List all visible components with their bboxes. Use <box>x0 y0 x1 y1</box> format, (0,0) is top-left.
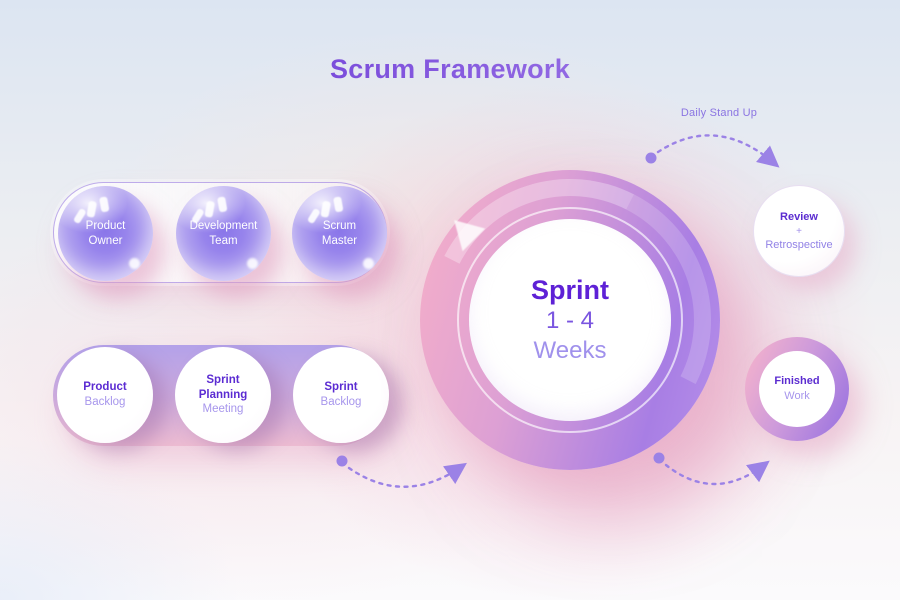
artifact-circle-sprint-backlog: Sprint Backlog <box>293 347 389 443</box>
artifacts-pill: Product Backlog Sprint Planning Meeting … <box>53 345 389 446</box>
artifact-label-secondary: Backlog <box>84 396 126 408</box>
artifact-label-primary: Sprint Planning <box>198 373 248 401</box>
role-label-line1: Development <box>189 219 258 232</box>
role-sphere-development-team: Development Team <box>176 186 271 281</box>
role-label-line1: Product <box>85 219 126 232</box>
finished-work-inner: Finished Work <box>759 351 835 427</box>
page-title: Scrum Framework <box>0 54 900 85</box>
plus-sign: + <box>796 225 802 237</box>
sprint-duration-unit: Weeks <box>533 337 607 365</box>
review-retrospective-circle: Review + Retrospective <box>753 185 845 277</box>
artifact-label-secondary: Backlog <box>320 396 362 408</box>
roles-pill: Product Owner Development Team Scrum Mas… <box>53 182 387 283</box>
daily-stand-up-arc <box>656 134 780 168</box>
role-label: Development Team <box>190 219 258 249</box>
arc-start-dot <box>645 152 657 164</box>
arc-start-dot <box>336 455 348 467</box>
role-sphere-product-owner: Product Owner <box>58 186 153 281</box>
role-label-line2: Team <box>209 234 238 247</box>
inner-ring-line <box>457 207 683 433</box>
artifact-circle-sprint-planning-meeting: Sprint Planning Meeting <box>175 347 271 443</box>
backlog-to-sprint-arc <box>347 462 467 488</box>
role-label: Product Owner <box>86 219 126 249</box>
retrospective-label: Retrospective <box>765 238 833 251</box>
artifact-label-primary: Product <box>83 381 127 394</box>
sphere-highlight-dot <box>363 258 374 269</box>
sprint-cycle-ring: Sprint 1 - 4 Weeks <box>392 142 748 498</box>
role-label: Scrum Master <box>322 219 357 249</box>
finished-work-circle: Finished Work <box>745 337 849 441</box>
role-label-line1: Scrum <box>322 219 357 232</box>
role-label-line2: Owner <box>88 234 123 247</box>
sprint-circle: Sprint 1 - 4 Weeks <box>469 219 671 421</box>
sphere-highlight-dot <box>129 258 140 269</box>
work-label: Work <box>784 390 810 402</box>
daily-stand-up-label: Daily Stand Up <box>680 107 758 119</box>
artifact-label-primary: Sprint <box>324 381 358 394</box>
sphere-highlight-dot <box>247 258 258 269</box>
finished-label: Finished <box>774 375 820 388</box>
role-sphere-scrum-master: Scrum Master <box>292 186 387 281</box>
review-label: Review <box>780 211 818 224</box>
sprint-to-finished-arc <box>664 460 770 486</box>
role-label-line2: Master <box>321 234 358 247</box>
artifact-circle-product-backlog: Product Backlog <box>57 347 153 443</box>
sprint-label: Sprint <box>531 274 609 305</box>
artifact-label-secondary: Meeting <box>202 403 244 416</box>
arc-start-dot <box>653 452 665 464</box>
sprint-duration: 1 - 4 <box>545 307 595 335</box>
